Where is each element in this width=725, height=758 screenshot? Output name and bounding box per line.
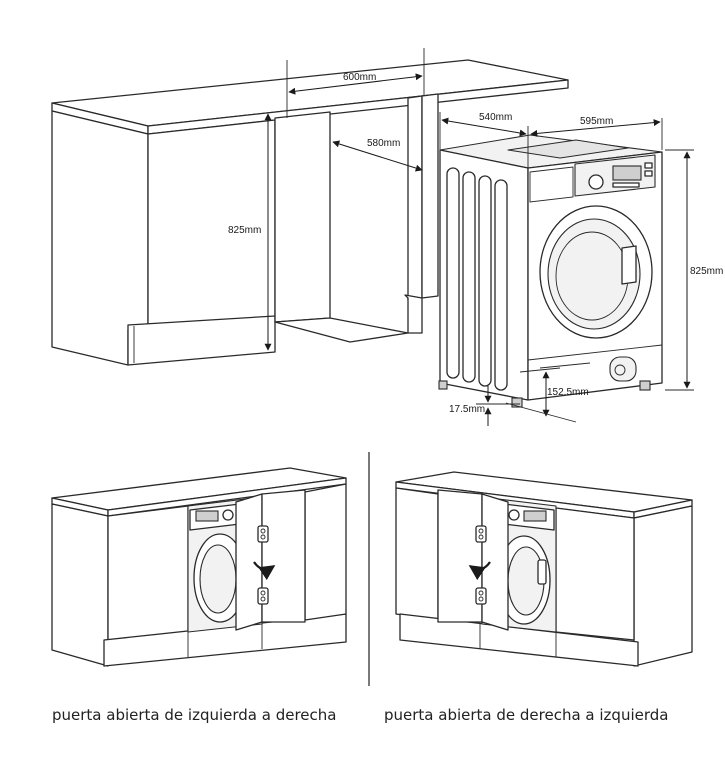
dim-line-cabinet-width [288,73,423,95]
side-rib [494,179,508,391]
machine-top-recess [507,139,629,159]
dim-label-cabinet-width: 600mm [343,72,376,83]
filter-cover [609,356,637,382]
niche-back-panel [274,111,331,323]
machine-foot [639,380,651,391]
left-plinth [127,315,276,366]
dim-line-cabinet-depth [332,140,423,172]
machine-foot [511,397,523,408]
rotation-arrow-icon [253,561,276,581]
panel-button [644,162,653,169]
cabinet-niche-drawing: 600mm 580mm 825mm [51,48,569,366]
side-rib [446,167,460,379]
rotation-arrow-icon [468,561,491,581]
right-door-panel [481,493,509,631]
door-glass [547,218,641,330]
door-hinge [257,587,269,605]
panel-button-row [612,182,640,188]
dim-label-cabinet-depth: 580mm [367,138,400,149]
door-hinge [475,587,487,605]
machine-foot [438,380,448,390]
dim-label-machine-height: 825mm [690,266,723,277]
right-cabinet-front [421,93,439,299]
right-plinth [404,294,423,334]
door-right-to-left-drawing [395,471,693,667]
niche-floor [274,317,409,343]
door-hinge [475,525,487,543]
right-cabinet-edge [407,95,423,301]
dim-line-machine-depth [441,117,527,137]
dim-label-plinth-height: 152.5mm [547,387,589,398]
side-rib [462,171,476,383]
dim-label-cabinet-height: 825mm [228,225,261,236]
left-door-panel [235,493,263,631]
door-left-to-right-drawing [51,467,347,667]
dim-line-machine-width [530,119,661,137]
dim-label-machine-width: 595mm [580,116,613,127]
left-cabinet-front [147,119,276,329]
dim-label-foot-height: 17.5mm [449,404,485,415]
side-rib [478,175,492,387]
door-hinge [257,525,269,543]
caption-right-to-left: puerta abierta de derecha a izquierda [384,706,669,724]
dim-label-machine-depth: 540mm [479,112,512,123]
program-knob-icon [588,174,604,190]
washing-machine-drawing: 540mm 595mm 825mm 152.5mm 17.5mm [438,112,723,426]
door-handle [621,245,637,285]
detergent-drawer [529,166,574,203]
display-screen [612,165,642,181]
panel-button [644,170,653,177]
caption-left-to-right: puerta abierta de izquierda a derecha [52,706,337,724]
